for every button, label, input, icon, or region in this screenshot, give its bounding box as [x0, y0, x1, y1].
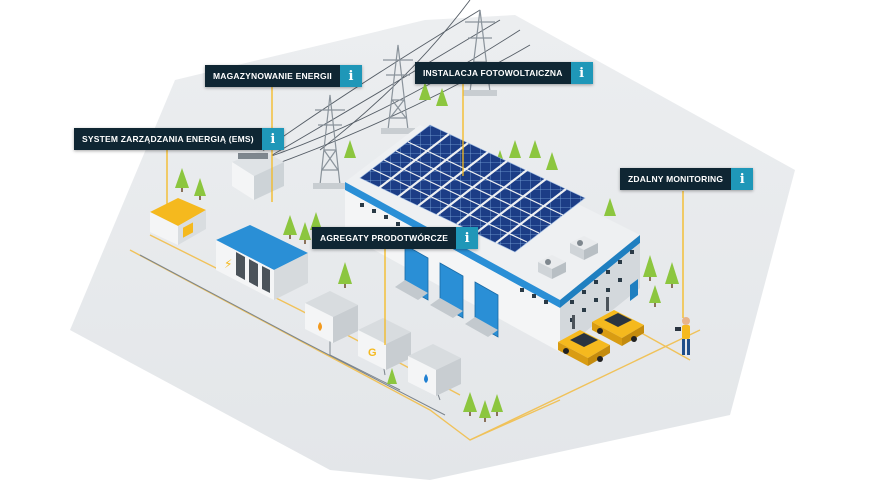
info-icon[interactable]: i — [731, 168, 754, 190]
info-icon[interactable]: i — [456, 227, 479, 249]
label-remote-monitoring-text: Zdalny monitoring — [628, 174, 724, 184]
flame-icon — [318, 322, 322, 331]
ems-building — [150, 198, 206, 245]
label-photovoltaic-text: Instalacja fotowoltaiczna — [423, 68, 563, 78]
technician-figure — [675, 317, 690, 355]
genset-water — [408, 344, 461, 396]
label-pointers — [166, 82, 684, 345]
info-icon[interactable]: i — [261, 128, 284, 150]
info-icon[interactable]: i — [570, 62, 593, 84]
water-drop-icon — [424, 374, 428, 383]
label-energy-storage-text: Magazynowanie energii — [213, 71, 332, 81]
label-gensets[interactable]: Agregaty prodotwórcze i — [312, 227, 479, 249]
roof-ac-units — [538, 236, 598, 279]
gas-letter-icon: G — [368, 347, 377, 359]
label-remote-monitoring[interactable]: Zdalny monitoring i — [620, 168, 754, 190]
pylon-1 — [313, 94, 347, 189]
substation-cabinet — [232, 150, 284, 200]
label-energy-storage[interactable]: Magazynowanie energii i — [205, 65, 362, 87]
label-ems-text: System zarządzania energią (EMS) — [82, 134, 254, 144]
genset-fire — [305, 291, 358, 343]
label-ems[interactable]: System zarządzania energią (EMS) i — [74, 128, 284, 150]
lightning-icon: ⚡ — [224, 257, 232, 271]
info-icon[interactable]: i — [339, 65, 362, 87]
electric-car-2 — [592, 310, 644, 346]
energy-storage-building: ⚡ — [216, 225, 308, 300]
electric-car-1 — [558, 330, 610, 366]
pylon-2 — [381, 44, 415, 134]
charging-stations — [572, 297, 609, 329]
label-photovoltaic[interactable]: Instalacja fotowoltaiczna i — [415, 62, 593, 84]
label-gensets-text: Agregaty prodotwórcze — [320, 233, 449, 243]
